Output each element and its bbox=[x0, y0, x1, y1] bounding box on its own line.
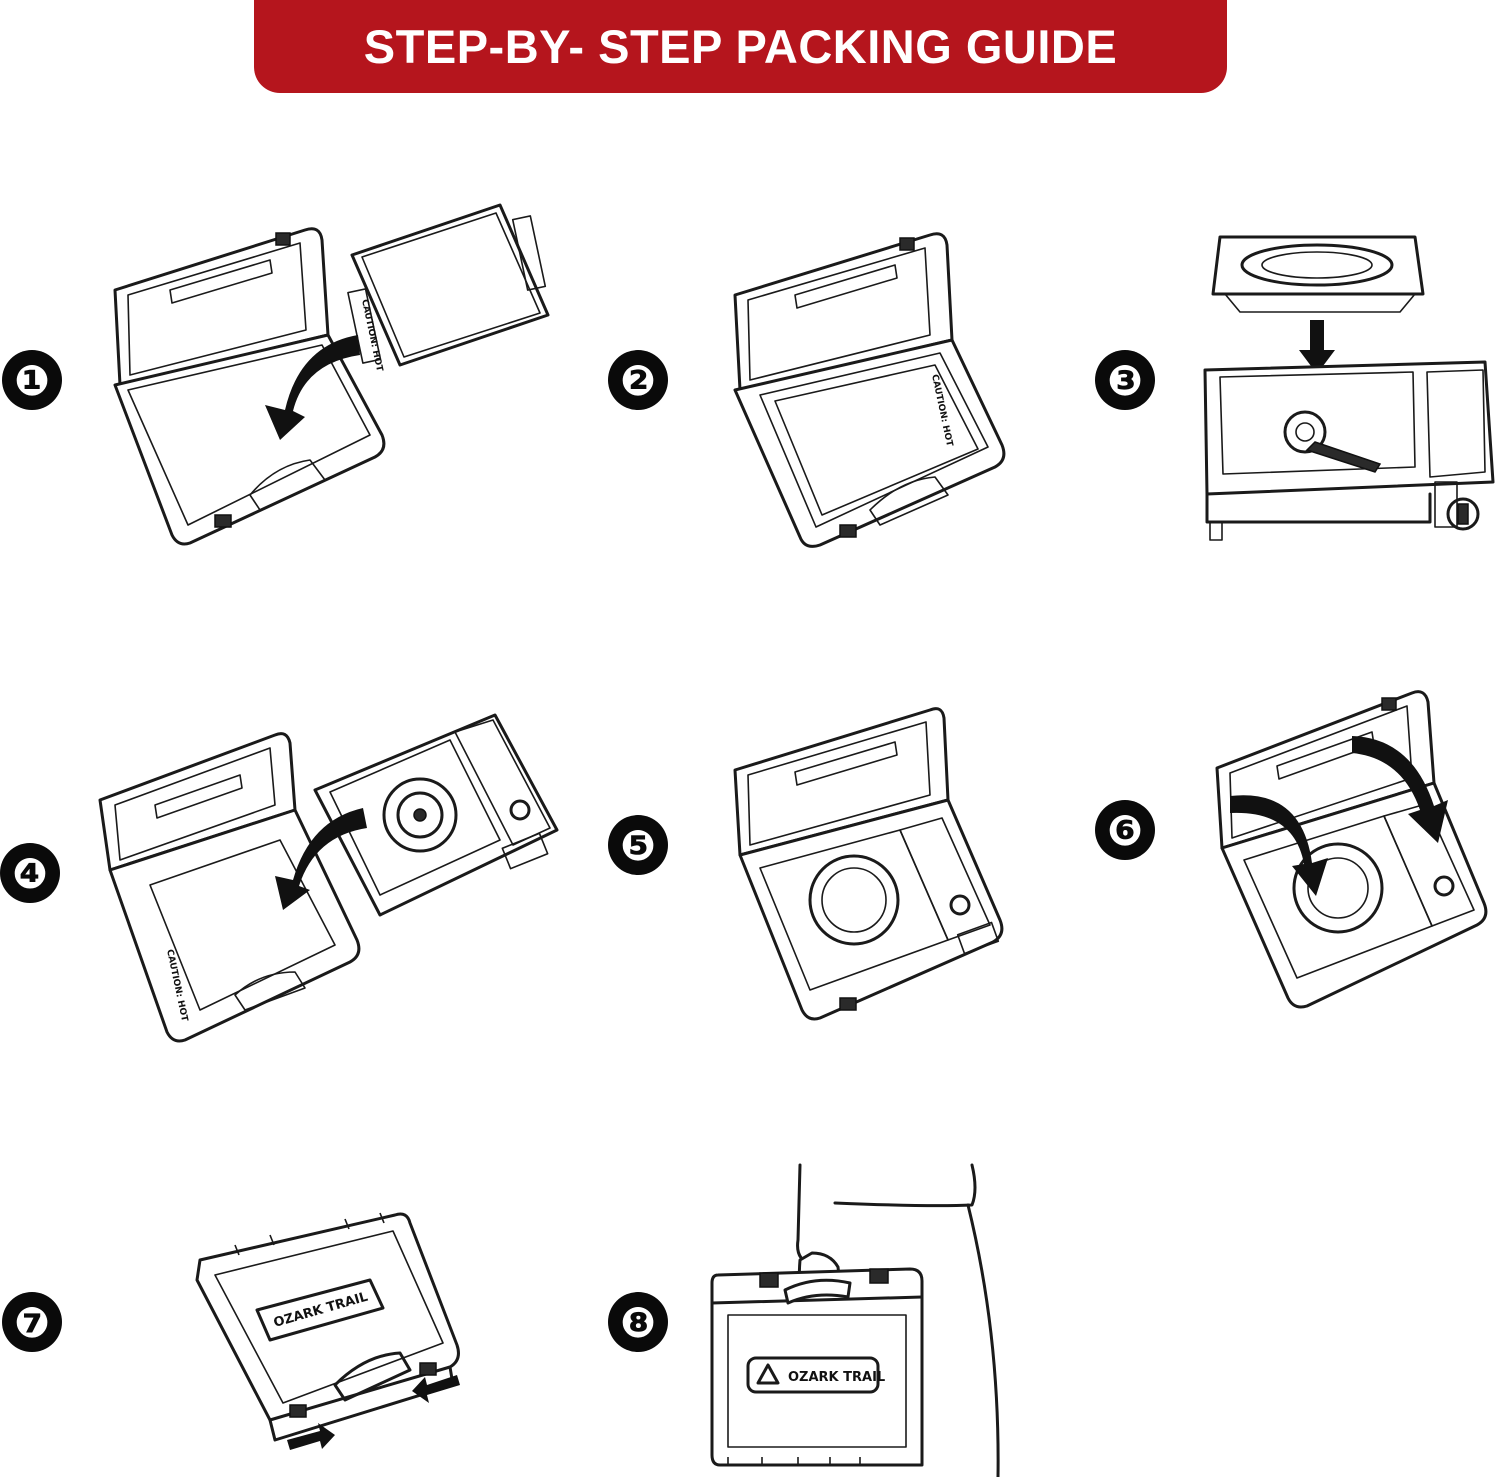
step-2-number: ❷ bbox=[608, 350, 668, 410]
title-banner: STEP-BY- STEP PACKING GUIDE bbox=[254, 0, 1227, 93]
step-5-illustration bbox=[730, 700, 1010, 1030]
step-3-down-arrow bbox=[1299, 320, 1335, 374]
step-4-illustration: CAUTION: HOT bbox=[95, 710, 565, 1050]
step-1-illustration: CAUTION: HOT bbox=[100, 195, 570, 555]
step-6-left-arrow bbox=[1230, 795, 1328, 896]
step-7-latch-arrow-right bbox=[412, 1375, 460, 1403]
step-1-number: ❶ bbox=[2, 350, 62, 410]
step-2-illustration: CAUTION: HOT bbox=[720, 215, 1020, 555]
step-3-illustration bbox=[1195, 232, 1495, 552]
step-8-illustration: OZARK TRAIL bbox=[700, 1163, 1020, 1477]
step-7-latch-arrow-left bbox=[287, 1423, 335, 1450]
step-3-number: ❸ bbox=[1095, 350, 1155, 410]
step-6-number: ❻ bbox=[1095, 800, 1155, 860]
step-8-logo: OZARK TRAIL bbox=[788, 1370, 885, 1385]
step-6-right-arrow bbox=[1352, 736, 1448, 843]
step-8-number: ❽ bbox=[608, 1292, 668, 1352]
step-5-number: ❺ bbox=[608, 815, 668, 875]
step-6-illustration bbox=[1212, 688, 1500, 1018]
step-4-insert-arrow bbox=[275, 808, 367, 910]
page-title: STEP-BY- STEP PACKING GUIDE bbox=[363, 20, 1118, 73]
step-1-insert-arrow bbox=[265, 335, 360, 440]
step-4-number: ❹ bbox=[0, 843, 60, 903]
step-7-illustration: OZARK TRAIL bbox=[195, 1205, 475, 1465]
step-7-number: ❼ bbox=[2, 1292, 62, 1352]
